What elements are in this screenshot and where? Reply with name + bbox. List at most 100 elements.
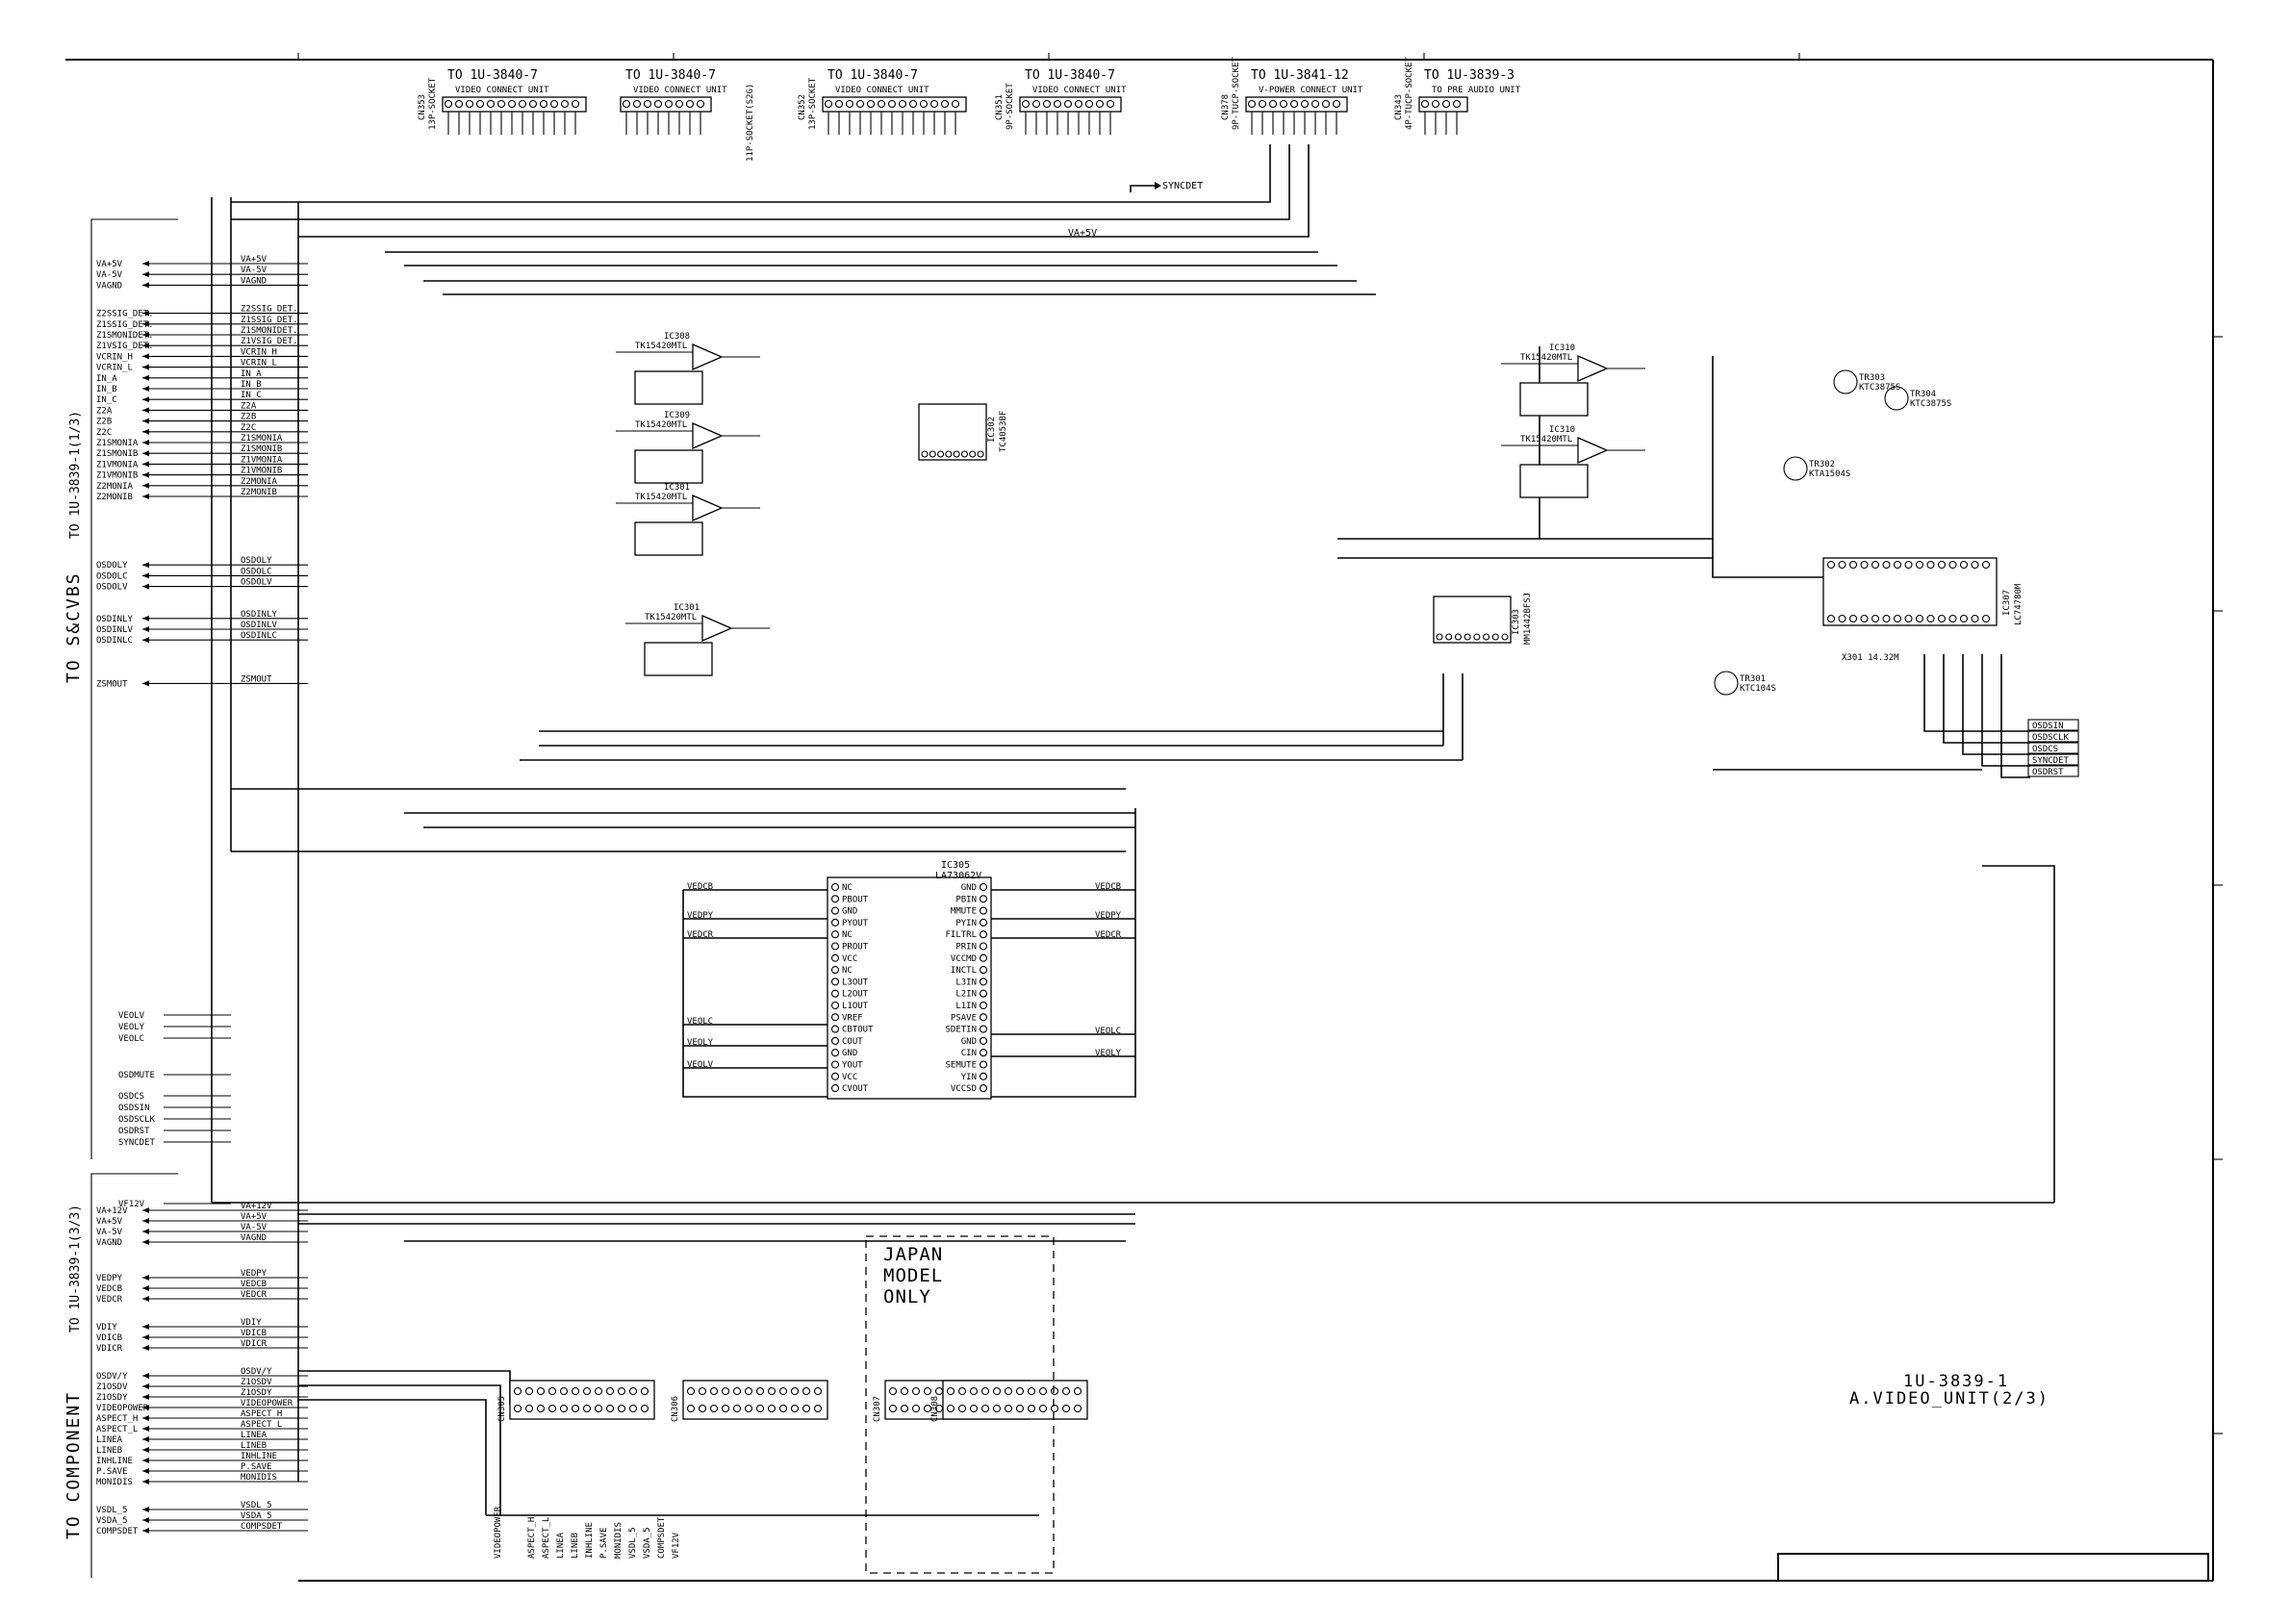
left-signal-label: OSDINLC (96, 636, 133, 646)
opamp-part: TK15420MTL (645, 613, 697, 622)
ic307-pin-top (1838, 560, 1846, 570)
bottom-pin-top (686, 1386, 696, 1396)
osd-output-tag (2027, 765, 2079, 777)
ic305-pin-name: YOUT (842, 1061, 863, 1071)
ic307-pin-top (1971, 560, 1979, 570)
ic305-pin-left (830, 882, 840, 892)
ic-pin (1483, 633, 1490, 641)
connector-pin (1332, 99, 1341, 109)
bottom-pin-bottom (617, 1404, 626, 1413)
connector-kind: 9P-SOCKET (1005, 83, 1015, 130)
left-signal-row: Z1SSIG_DET.Z1SSIG_DET. (96, 316, 308, 330)
left-signal-row: OSDINLC OSDINLC (96, 631, 308, 646)
connector-ref: CN343 (1394, 94, 1404, 120)
left-signal-label: VEDPY (96, 1274, 123, 1283)
ic307-pin-bottom (1926, 614, 1935, 623)
ic-pin (945, 450, 953, 458)
connector-unit: V-POWER CONNECT UNIT (1259, 86, 1363, 95)
left-signal-arrowhead (142, 1468, 149, 1474)
bottom-pin-bottom (778, 1404, 788, 1413)
left-signal-netname: OSDINLC (241, 631, 277, 641)
left-signal-arrowhead (142, 626, 149, 632)
connector-pin (1031, 99, 1041, 109)
transistor-part: KTC3875S (1859, 383, 1900, 393)
bottom-pin-top (923, 1386, 932, 1396)
bottom-pin-bottom (888, 1404, 898, 1413)
mid-left-signal-labels: VEOLVVEOLYVEOLCOSDMUTEOSDCSOSDSINOSDSCLK… (118, 1011, 231, 1209)
connector-pin (940, 99, 950, 109)
ic305-pin-name: VCCSD (951, 1084, 977, 1094)
left-signal-netname: COMPSDET (241, 1522, 283, 1532)
ic305-ref-label: IC305 (941, 860, 970, 871)
connector-body (442, 96, 587, 113)
left-signal-label: INHLINE (96, 1457, 133, 1466)
connector-pin (664, 99, 674, 109)
ic307-pin-bottom (1971, 614, 1979, 623)
ic-pin (1464, 633, 1471, 641)
ic305-output-net: VEOLC (1095, 1027, 1121, 1036)
connector-pin (560, 99, 570, 109)
bottom-pin-top (524, 1386, 534, 1396)
ic305-pin-name: VCC (842, 1073, 857, 1082)
opamp-blocks: IC308TK15420MTLIC309TK15420MTLIC301TK154… (616, 332, 1645, 676)
bottom-pin-top (732, 1386, 742, 1396)
bottom-connector-body (942, 1380, 1088, 1420)
connector-pin (1441, 99, 1451, 109)
bottom-net-label: ASPECT_H (527, 1517, 537, 1559)
passive-network (1519, 382, 1589, 417)
bottom-pin-top (1050, 1386, 1059, 1396)
ic305-pin-name: GND (842, 907, 857, 917)
ic307-pin-top (1937, 560, 1947, 570)
left-signal-arrowhead (142, 1345, 149, 1351)
ic307-pin-bottom (1860, 614, 1869, 623)
opamp-ref: IC310 (1549, 343, 1575, 353)
bottom-pin-bottom (536, 1404, 546, 1413)
ic305-pin-name: COUT (842, 1037, 863, 1047)
left-signal-arrowhead (142, 364, 149, 370)
ic305-pin-right (979, 1072, 988, 1080)
connector-pin (622, 99, 631, 109)
connector-pin (1042, 99, 1052, 109)
connector-pin (919, 99, 929, 109)
ic305-pin-right (979, 1036, 988, 1045)
connector-unit: VIDEO CONNECT UNIT (1032, 86, 1127, 95)
ic305-pin-name: CIN (961, 1049, 977, 1058)
connector-pin (685, 99, 695, 109)
left-signal-arrowhead (142, 428, 149, 435)
bottom-pin-bottom (594, 1404, 603, 1413)
bottom-pin-top (571, 1386, 580, 1396)
left-signal-netname: Z2A (241, 401, 257, 411)
left-signal-arrowhead (142, 407, 149, 414)
ic305-pin-name: GND (842, 1049, 857, 1058)
mid-signal-label: OSDSIN (118, 1104, 150, 1113)
ic305-pin-name: YIN (961, 1073, 977, 1082)
left-signal-arrowhead (142, 271, 149, 278)
bottom-pin-top (778, 1386, 788, 1396)
ic305-pin-name: NC (842, 966, 853, 976)
syncdet-arrowhead (1155, 182, 1161, 190)
ic307-ref: IC307 (2002, 590, 2012, 616)
osd-output-tag (2027, 719, 2079, 731)
left-signal-arrowhead (142, 572, 149, 579)
connector-pin (1063, 99, 1073, 109)
bottom-pin-top (755, 1386, 765, 1396)
opamp-ref: IC301 (674, 603, 700, 613)
left-signal-netname: OSDV/Y (241, 1367, 272, 1377)
passive-network (644, 642, 713, 676)
opamp-part: TK15420MTL (635, 493, 687, 502)
left-signal-label: VA+5V (96, 1217, 123, 1227)
connector-pin (465, 99, 474, 109)
left-signal-label: VEDCR (96, 1295, 123, 1305)
bottom-pin-top (744, 1386, 753, 1396)
ic305-pin-right (979, 1060, 988, 1069)
mid-signal-label: OSDCS (118, 1092, 144, 1102)
left-signal-arrowhead (142, 1528, 149, 1534)
bottom-pin-bottom (571, 1404, 580, 1413)
